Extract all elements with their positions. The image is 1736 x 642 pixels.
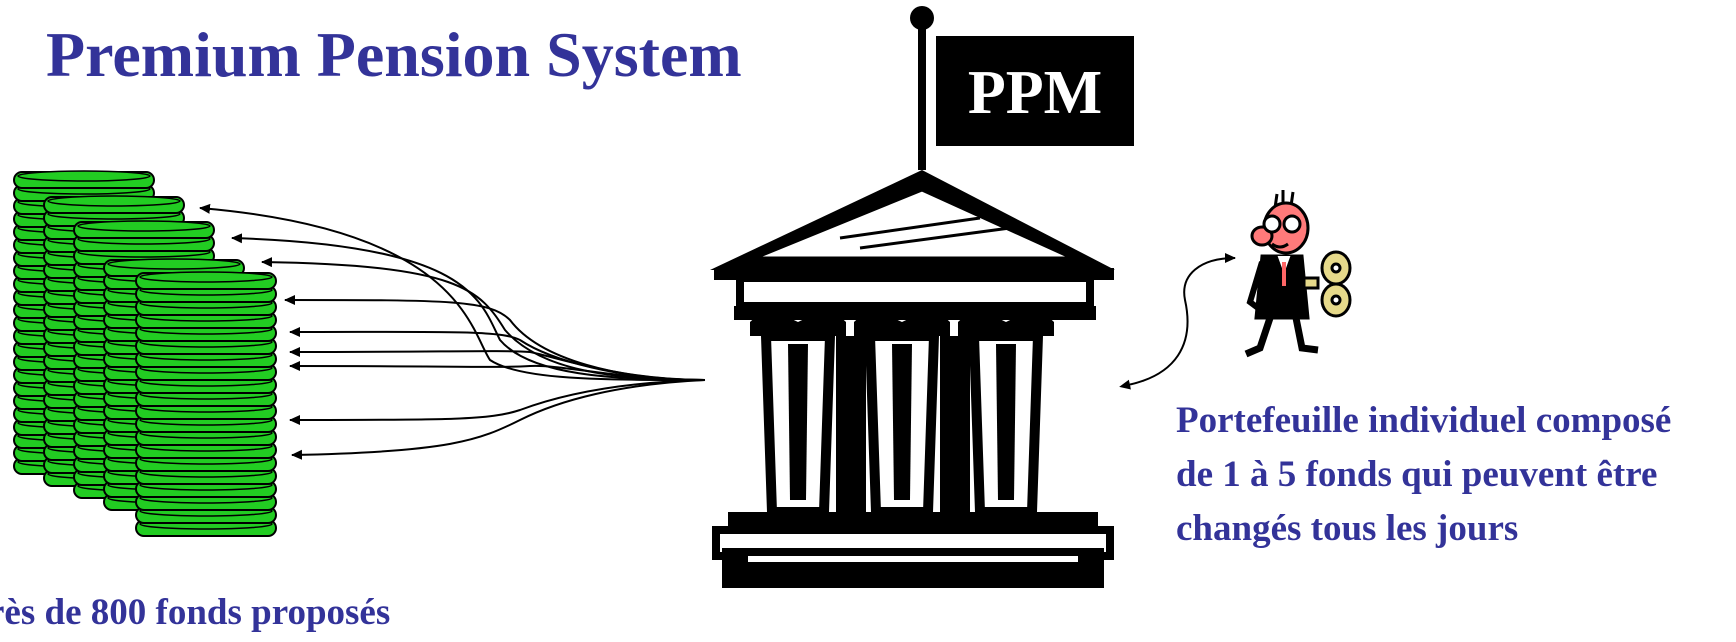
coin-top <box>107 258 241 270</box>
column-capital <box>958 314 1054 336</box>
page-title: Premium Pension System <box>46 19 742 90</box>
coin-top <box>139 271 273 283</box>
coin-stack-icon <box>13 170 277 537</box>
flag-label: PPM <box>968 59 1102 127</box>
flag-icon: PPM <box>936 36 1134 146</box>
wall-panel <box>836 336 866 512</box>
funds-caption: rès de 800 fonds proposés <box>0 592 391 633</box>
column-capital <box>750 314 846 336</box>
column-flute <box>892 344 912 500</box>
portfolio-caption: Portefeuille individuel composé de 1 à 5… <box>1176 400 1672 549</box>
coin-top <box>77 220 211 232</box>
column-capital <box>854 314 950 336</box>
coin-top <box>47 195 181 207</box>
column-flute <box>788 344 808 500</box>
bank-building-icon <box>710 6 1115 588</box>
coin-top <box>17 170 151 182</box>
person-bank-arrow <box>1119 253 1236 390</box>
column-flute <box>996 344 1016 500</box>
fund-connection-arrows <box>199 203 706 460</box>
wind-up-man-icon <box>1244 190 1352 358</box>
wall-panel <box>940 336 970 512</box>
